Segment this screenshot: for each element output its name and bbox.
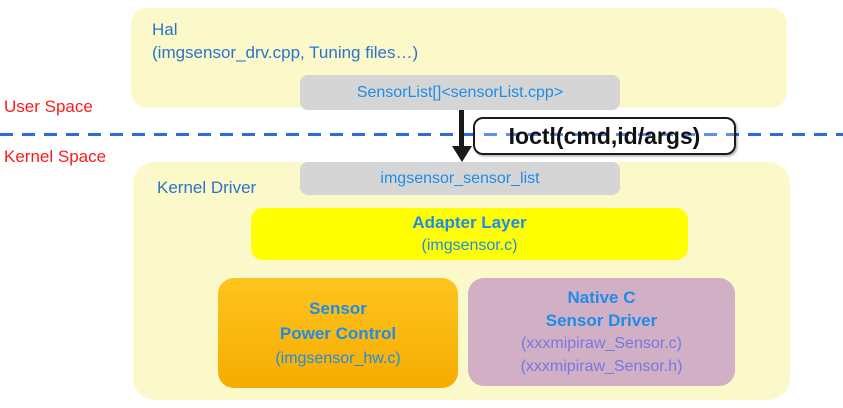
adapter-layer-box: Adapter Layer (imgsensor.c) bbox=[251, 208, 688, 260]
native-c-sensor-driver-box: Native C Sensor Driver (xxxmipiraw_Senso… bbox=[468, 278, 735, 386]
hal-title: Hal bbox=[152, 20, 178, 39]
native-driver-line2: Sensor Driver bbox=[545, 311, 658, 330]
down-arrow-icon bbox=[452, 146, 472, 162]
native-driver-line1: Native C bbox=[567, 288, 636, 307]
native-driver-file2: (xxxmipiraw_Sensor.h) bbox=[520, 358, 683, 375]
sensorlist-box: SensorList[]<sensorList.cpp> bbox=[300, 75, 620, 110]
hal-subtitle: (imgsensor_drv.cpp, Tuning files…) bbox=[152, 43, 419, 62]
imgsensor-sensor-list-box: imgsensor_sensor_list bbox=[300, 162, 620, 195]
sensorlist-label: SensorList[]<sensorList.cpp> bbox=[356, 83, 564, 101]
adapter-layer-title: Adapter Layer bbox=[412, 213, 527, 232]
native-driver-file1: (xxxmipiraw_Sensor.c) bbox=[521, 335, 682, 352]
power-control-line1: Sensor bbox=[309, 298, 367, 318]
power-control-file: (imgsensor_hw.c) bbox=[275, 349, 401, 367]
hal-title-block: Hal (imgsensor_drv.cpp, Tuning files…) bbox=[152, 18, 418, 64]
ioctl-callout-box: Ioctl(cmd,id/args) bbox=[473, 117, 736, 155]
kernel-space-label: Kernel Space bbox=[4, 147, 107, 166]
ioctl-label: Ioctl(cmd,id/args) bbox=[508, 122, 701, 149]
power-control-line2: Power Control bbox=[279, 323, 397, 343]
user-space-label: User Space bbox=[4, 97, 93, 116]
down-arrow-shaft bbox=[459, 110, 464, 147]
user-kernel-divider-line bbox=[0, 133, 843, 136]
kernel-driver-title: Kernel Driver bbox=[157, 178, 257, 197]
imgsensor-sensor-list-label: imgsensor_sensor_list bbox=[380, 169, 540, 187]
sensor-power-control-box: Sensor Power Control (imgsensor_hw.c) bbox=[218, 278, 458, 388]
adapter-layer-file: (imgsensor.c) bbox=[421, 237, 518, 254]
